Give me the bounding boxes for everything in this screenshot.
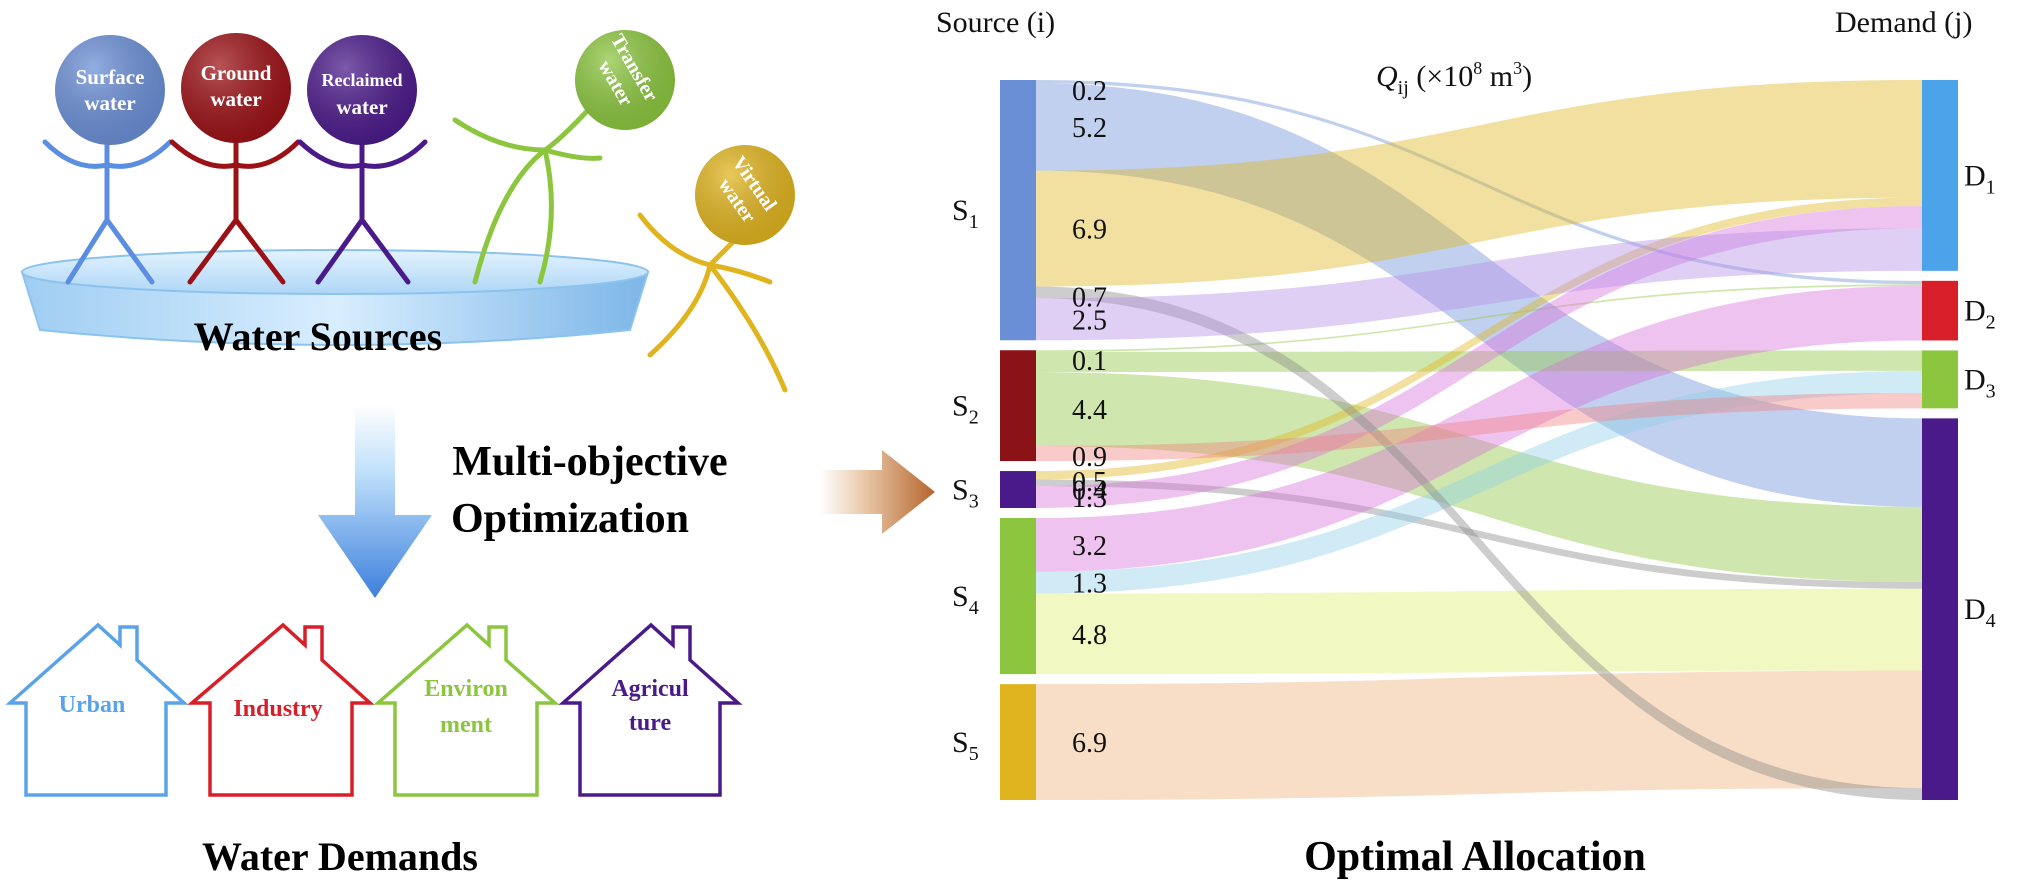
- flow-value-label-13: 0.7: [1072, 283, 1107, 314]
- flow-band-15: [1036, 228, 1922, 341]
- flow-value-label-2: 6.9: [1072, 215, 1107, 246]
- demand-header: Demand (j): [1835, 6, 1972, 39]
- flow-value-label-3: 0.1: [1072, 346, 1107, 377]
- flow-band-3: [1036, 284, 1922, 352]
- flow-value-label-0: 0.2: [1072, 76, 1107, 107]
- source-node-1: [1000, 80, 1036, 341]
- flow-band-10: [1036, 370, 1922, 594]
- reclaimed-water-label-1: Reclaimed: [322, 70, 403, 90]
- flow-value-label-5: 4.4: [1072, 395, 1107, 426]
- urban-label: Urban: [59, 692, 126, 718]
- source-node-label-2: S2: [952, 390, 979, 429]
- surface-water-ball: [55, 35, 165, 145]
- water-sources-title: Water Sources: [194, 314, 443, 359]
- flow-band-14: [1036, 393, 1922, 462]
- sankey-nodes: [1000, 80, 1958, 800]
- flow-band-4: [1036, 350, 1922, 373]
- houses-row: [5, 622, 743, 797]
- reclaimed-water-label-2: water: [336, 95, 387, 119]
- industry-label: Industry: [233, 696, 322, 722]
- unit-close: ): [1522, 60, 1532, 93]
- source-node-5: [1000, 684, 1036, 800]
- flow-value-label-9: 3.2: [1072, 531, 1107, 562]
- source-node-label-5: S5: [952, 726, 979, 765]
- demand-node-label-2: D2: [1964, 295, 1996, 334]
- urban-house-icon: [5, 622, 189, 797]
- demand-node-4: [1922, 418, 1958, 800]
- source-node-label-3: S3: [952, 474, 979, 513]
- ground-water-label-1: Ground: [201, 61, 272, 85]
- water-sources-illustration: Surface water Ground water Reclaimed wat…: [20, 30, 795, 393]
- optimization-arrow: [318, 405, 432, 598]
- unit-m: m: [1482, 60, 1513, 93]
- transfer-water-figure: [452, 105, 603, 285]
- flow-value-label-7: 0.4: [1072, 475, 1107, 506]
- agriculture-label-2: ture: [629, 710, 672, 736]
- environment-label-2: ment: [440, 712, 492, 738]
- agriculture-label-1: Agricul: [611, 676, 689, 702]
- unit-m-exp: 3: [1513, 58, 1522, 78]
- agriculture-house-icon: [558, 622, 743, 797]
- sankey-labels: 0.25.26.90.14.40.50.41.33.21.34.86.90.70…: [952, 76, 1996, 765]
- unit-exp: 8: [1473, 58, 1482, 78]
- flow-value-label-6: 0.5: [1072, 467, 1107, 498]
- demand-node-label-4: D4: [1964, 593, 1996, 632]
- source-node-label-1: S1: [952, 194, 979, 233]
- flow-band-1: [1036, 83, 1922, 507]
- source-node-4: [1000, 518, 1036, 675]
- unit-label: Qij (×108 m3): [1376, 58, 1532, 99]
- flow-band-12: [1036, 670, 1922, 800]
- environment-house-icon: [373, 622, 560, 797]
- virtual-water-ball: [695, 145, 795, 245]
- environment-label-1: Environ: [424, 676, 508, 702]
- demand-node-label-3: D3: [1964, 363, 1996, 402]
- pool-dish-top: [21, 249, 649, 295]
- flow-band-13: [1036, 286, 1922, 800]
- water-demands-title: Water Demands: [202, 834, 478, 879]
- unit-sub: ij: [1398, 77, 1409, 99]
- demand-node-3: [1922, 350, 1958, 409]
- allocation-arrow: [820, 450, 935, 534]
- flow-value-label-11: 4.8: [1072, 620, 1107, 651]
- optimization-label-2: Optimization: [451, 496, 689, 542]
- source-header: Source (i): [936, 6, 1055, 39]
- optimal-allocation-title: Optimal Allocation: [1304, 834, 1646, 880]
- sankey-flows: [1036, 80, 1922, 800]
- demand-node-2: [1922, 280, 1958, 341]
- demand-node-1: [1922, 80, 1958, 271]
- flow-value-label-14: 0.9: [1072, 442, 1107, 473]
- ground-water-ball: [181, 33, 291, 143]
- unit-q: Q: [1376, 60, 1398, 93]
- flow-band-9: [1036, 285, 1922, 572]
- flow-band-0: [1036, 80, 1922, 285]
- flow-band-6: [1036, 197, 1922, 480]
- flow-band-5: [1036, 372, 1922, 582]
- demand-node-label-1: D1: [1964, 159, 1996, 198]
- source-node-label-4: S4: [952, 580, 979, 619]
- source-node-2: [1000, 350, 1036, 462]
- flow-value-label-8: 1.3: [1072, 483, 1107, 514]
- unit-rest: (×10: [1409, 60, 1473, 93]
- industry-house-icon: [187, 622, 375, 797]
- flow-band-11: [1036, 588, 1922, 675]
- transfer-water-ball: [575, 30, 675, 130]
- flow-band-2: [1036, 80, 1922, 287]
- flow-value-label-10: 1.3: [1072, 569, 1107, 600]
- flow-band-8: [1036, 206, 1922, 508]
- flow-band-7: [1036, 479, 1922, 589]
- reclaimed-water-ball: [307, 35, 417, 145]
- flow-value-label-12: 6.9: [1072, 728, 1107, 759]
- flow-value-label-1: 5.2: [1072, 113, 1107, 144]
- optimization-label-1: Multi-objective: [452, 439, 727, 485]
- surface-water-label-2: water: [84, 91, 135, 115]
- flow-value-label-15: 2.5: [1072, 305, 1107, 336]
- surface-water-label-1: Surface: [76, 65, 145, 89]
- ground-water-label-2: water: [210, 87, 261, 111]
- source-node-3: [1000, 471, 1036, 508]
